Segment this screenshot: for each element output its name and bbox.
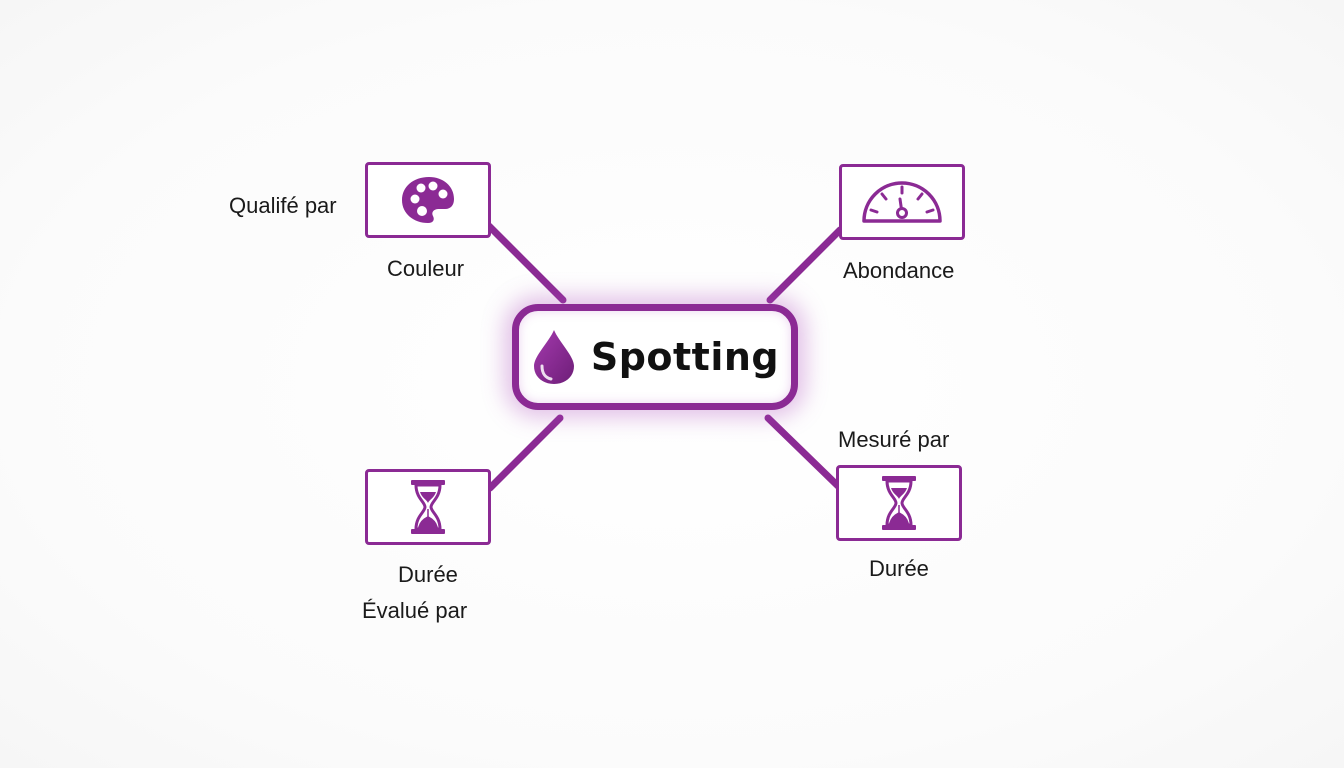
hourglass-icon bbox=[411, 480, 445, 534]
connector-top-right bbox=[766, 226, 844, 304]
center-node-spotting[interactable]: Spotting bbox=[512, 304, 798, 410]
connector-top-left bbox=[485, 222, 567, 304]
hourglass-icon bbox=[882, 476, 916, 530]
node-abondance[interactable] bbox=[839, 164, 965, 240]
relation-label-bottom-left: Évalué par bbox=[362, 598, 468, 623]
node-duree-left[interactable] bbox=[365, 469, 491, 545]
drop-icon bbox=[533, 330, 574, 384]
node-label-duree-left: Durée bbox=[398, 562, 458, 587]
node-couleur[interactable] bbox=[365, 162, 491, 238]
node-label-duree-right: Durée bbox=[869, 556, 929, 581]
center-title: Spotting bbox=[590, 335, 780, 379]
node-label-couleur: Couleur bbox=[387, 256, 465, 281]
relation-label-bottom-right: Mesuré par bbox=[838, 427, 950, 452]
relation-label-top-left: Qualifé par bbox=[229, 193, 337, 218]
gauge-icon bbox=[862, 181, 942, 223]
palette-icon bbox=[402, 177, 454, 223]
node-duree-right[interactable] bbox=[836, 465, 962, 541]
connector-bottom-left bbox=[486, 414, 564, 492]
node-label-abondance: Abondance bbox=[843, 258, 955, 283]
connector-bottom-right bbox=[764, 414, 842, 490]
